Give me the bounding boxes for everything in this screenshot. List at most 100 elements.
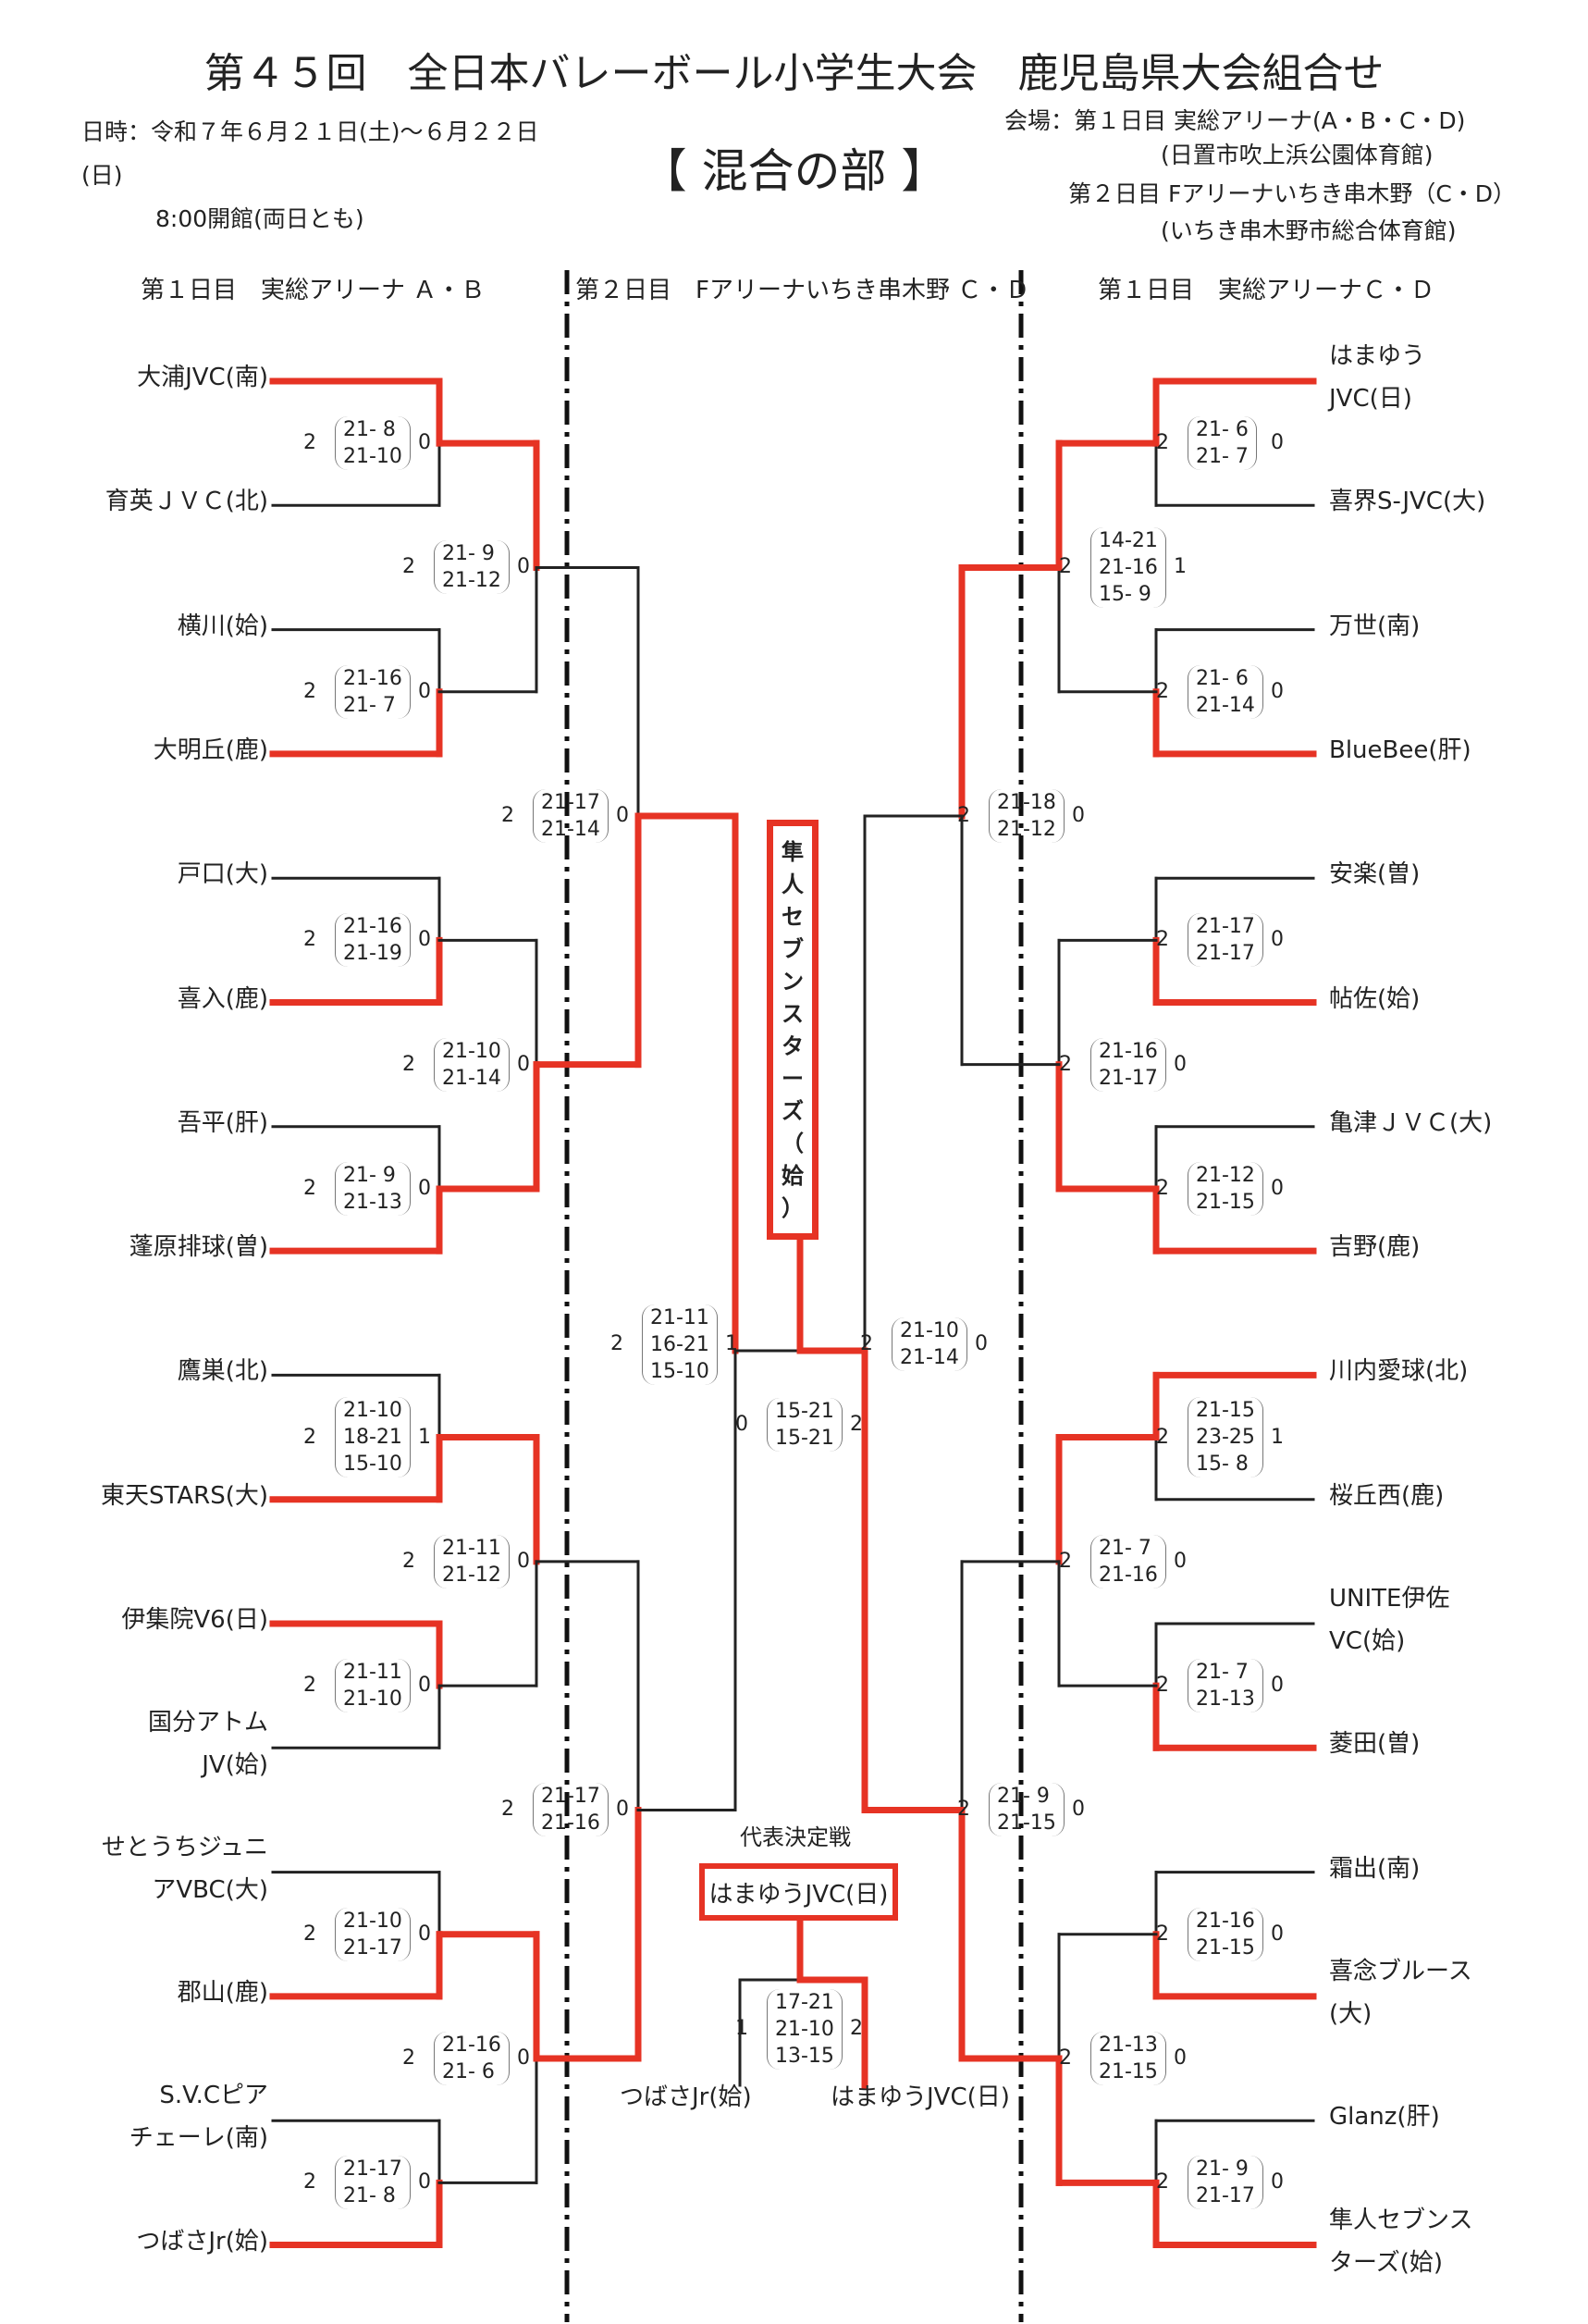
sets-won-a: 2 [860, 1332, 873, 1355]
champion-name-char: タ [782, 1032, 804, 1059]
set-score: 21-16 [1099, 1039, 1158, 1063]
sets-won-a: 2 [402, 1549, 415, 1573]
set-score: 21- 9 [343, 1163, 396, 1187]
set-score: 21- 9 [442, 542, 495, 566]
set-score: 21-12 [442, 1563, 501, 1587]
team-name-line: 隼人セブンス [1329, 2206, 1473, 2234]
set-score: 13-15 [775, 2044, 834, 2068]
team-name-line: 吉野(鹿) [1329, 1233, 1421, 1262]
set-score: 21-14 [442, 1066, 501, 1090]
team-name-line: JV(姶) [202, 1751, 268, 1780]
venue-day2: 第２日目 Fアリーナいちき串木野（C・D） [1068, 180, 1517, 207]
sets-won-b: 0 [1271, 1922, 1284, 1946]
venue-day1: 会場：第１日目 実総アリーナ(A・B・C・D) [1004, 107, 1466, 134]
sets-won-a: 2 [1156, 928, 1169, 952]
team-name-line: 大浦JVC(南) [137, 364, 268, 391]
set-score: 21-10 [775, 2017, 834, 2041]
sets-won-b: 0 [1174, 1052, 1187, 1076]
team-name: 喜念ブルース (大) [1329, 1950, 1472, 2035]
sets-won-b: 0 [418, 431, 431, 455]
sets-won-a: 2 [402, 1052, 415, 1076]
team-name: 喜入(鹿) [9, 978, 268, 1020]
team-name-line: VC(姶) [1329, 1627, 1406, 1655]
team-name: 伊集院V6(日) [9, 1599, 268, 1641]
team-name-line: BlueBee(肝) [1329, 736, 1471, 764]
team-name: 喜界S-JVC(大) [1329, 480, 1485, 523]
team-name-line: 安楽(曽) [1329, 860, 1421, 889]
champion-name-char: （ [782, 1130, 804, 1156]
representative-team-left: つばさJr(姶) [620, 2083, 752, 2111]
team-name: 菱田(曽) [1329, 1723, 1420, 1765]
set-score: 21-10 [343, 1909, 402, 1933]
team-name: 川内愛球(北) [1329, 1350, 1468, 1392]
opening-time: 8:00開館(両日とも) [155, 205, 364, 232]
team-name: つばさJr(姶) [9, 2220, 268, 2263]
sets-won-a: 2 [303, 2170, 316, 2194]
representative-winner: はまゆうJVC(日) [699, 1863, 898, 1921]
set-score: 21- 7 [343, 693, 396, 717]
set-score: 21-17 [1196, 915, 1255, 939]
team-name-line: 喜念ブルース [1329, 1957, 1472, 1985]
set-score: 21- 7 [1196, 445, 1249, 469]
team-name-line: 鷹巣(北) [177, 1357, 268, 1386]
team-name: せとうちジュニアVBC(大) [9, 1826, 268, 1911]
team-name-line: 郡山(鹿) [177, 1978, 268, 2007]
set-score: 21-15 [1196, 1399, 1255, 1423]
set-score: 21- 8 [343, 418, 396, 442]
team-name-line: はまゆう [1329, 342, 1426, 370]
team-name-line: 伊集院V6(日) [121, 1606, 268, 1634]
sets-won-b: 0 [1271, 431, 1284, 455]
champion-box: 隼人セブンスターズ（姶） [767, 820, 819, 1240]
sets-won-b: 0 [1072, 804, 1085, 828]
set-score: 15-10 [650, 1359, 709, 1383]
set-score: 21-11 [650, 1305, 709, 1329]
set-score: 21-10 [343, 445, 402, 469]
set-score: 21-15 [1196, 1935, 1255, 1959]
team-name: 吾平(肝) [9, 1102, 268, 1144]
venue-day1-place: (日置市吹上浜公園体育館) [1161, 142, 1434, 168]
sets-won-b: 0 [1271, 1674, 1284, 1698]
set-score: 21-14 [541, 818, 600, 842]
team-name-line: 横川(姶) [177, 612, 268, 640]
set-score: 21-17 [541, 791, 600, 815]
sets-won-b: 0 [616, 1798, 629, 1822]
day-header-right: 第１日目 実総アリーナＣ・Ｄ [1098, 277, 1435, 304]
set-score: 21-15 [1196, 1190, 1255, 1214]
venue-day2-place: (いちき串木野市総合体育館) [1161, 217, 1457, 244]
team-name-line: 霜出(南) [1329, 1854, 1421, 1883]
set-score: 21- 6 [442, 2060, 495, 2084]
set-score: 21-17 [1196, 2184, 1255, 2208]
champion-name-char: 人 [782, 871, 804, 897]
sets-won-a: 0 [735, 1413, 748, 1436]
sets-won-b: 0 [1271, 679, 1284, 703]
day-header-center: 第２日目 Fアリーナいちき串木野 Ｃ・Ｄ [575, 277, 1030, 304]
set-score: 21-13 [1099, 2034, 1158, 2058]
team-name-line: せとうちジュニ [101, 1833, 268, 1861]
sets-won-b: 0 [517, 1052, 530, 1076]
sets-won-b: 0 [1174, 2046, 1187, 2071]
team-name-line: (大) [1329, 1999, 1373, 2028]
sets-won-a: 2 [957, 804, 970, 828]
set-score: 21-16 [1196, 1909, 1255, 1933]
sets-won-a: 2 [303, 1922, 316, 1946]
set-score: 21-11 [442, 1536, 501, 1560]
set-score: 23-25 [1196, 1426, 1255, 1450]
team-name: Glanz(肝) [1329, 2095, 1440, 2138]
sets-won-b: 0 [1271, 928, 1284, 952]
set-score: 21- 7 [1196, 1661, 1249, 1685]
champion-name-char: ズ [782, 1097, 804, 1124]
team-name: 戸口(大) [9, 853, 268, 896]
set-score: 17-21 [775, 1990, 834, 2014]
team-name-line: 帖佐(姶) [1329, 984, 1421, 1013]
sets-won-a: 2 [1156, 1176, 1169, 1200]
set-score: 16-21 [650, 1332, 709, 1356]
sets-won-a: 2 [501, 1798, 514, 1822]
team-name-line: 育英ＪＶＣ(北) [105, 488, 268, 516]
set-score: 21- 6 [1196, 666, 1249, 690]
team-name: 万世(南) [1329, 605, 1420, 648]
representative-team-right: はまゆうJVC(日) [831, 2083, 1010, 2111]
sets-won-b: 0 [1174, 1549, 1187, 1573]
sets-won-b: 0 [1271, 2170, 1284, 2194]
set-score: 21-18 [997, 791, 1056, 815]
